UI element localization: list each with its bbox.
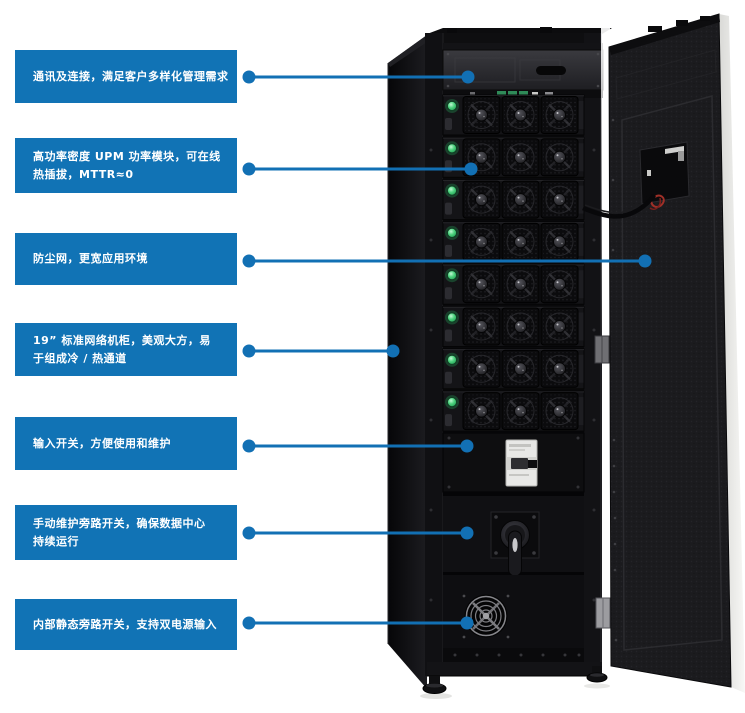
callout-label-communication: 通讯及连接，满足客户多样化管理需求 — [15, 50, 237, 103]
input-breaker — [505, 439, 538, 487]
callout-text: 高功率密度 UPM 功率模块，可在线 — [33, 149, 221, 163]
upm-power-modules — [443, 95, 584, 433]
cabinet-roof — [427, 28, 612, 34]
callout-text: 内部静态旁路开关，支持双电源输入 — [33, 617, 217, 631]
callout-label-upm-module: 高功率密度 UPM 功率模块，可在线 热插拔，MTTR≈0 — [15, 138, 237, 193]
callout-line-4 — [242, 344, 400, 358]
callout-line-2 — [242, 162, 478, 176]
callout-text: 通讯及连接，满足客户多样化管理需求 — [33, 69, 229, 83]
frame-screws — [429, 148, 596, 602]
open-door — [582, 13, 745, 693]
display-slot — [536, 66, 566, 75]
callout-text: 手动维护旁路开关，确保数据中心 — [33, 516, 206, 530]
door-display-recess — [639, 141, 690, 210]
callout-text: 输入开关，方便使用和维护 — [33, 436, 171, 450]
callout-text: 热插拔，MTTR≈0 — [33, 167, 134, 181]
callout-text: 于组成冷 / 热通道 — [33, 351, 127, 365]
left-frame-post — [425, 33, 443, 676]
rotary-switch-handle — [508, 530, 522, 577]
callout-line-3 — [242, 254, 652, 268]
communication-panel — [442, 43, 604, 98]
door-outer-skin — [719, 14, 745, 693]
callout-label-static-bypass: 内部静态旁路开关，支持双电源输入 — [15, 599, 237, 650]
callout-line-5 — [242, 439, 474, 453]
door-hinges — [594, 335, 611, 629]
door-edge-screws — [611, 118, 618, 642]
callout-label-maintenance-bypass: 手动维护旁路开关，确保数据中心 持续运行 — [15, 505, 237, 560]
callout-line-6 — [242, 526, 474, 540]
red-cable — [650, 194, 665, 208]
callout-line-7 — [242, 616, 474, 630]
callout-line-1 — [242, 70, 475, 84]
static-bypass-section — [443, 575, 584, 648]
interconnect-cable — [582, 193, 656, 219]
callout-text: 防尘网，更宽应用环境 — [33, 252, 148, 265]
callout-text: 19” 标准网络机柜，美观大方，易 — [33, 333, 211, 347]
door-gap — [601, 18, 610, 348]
leveling-feet — [420, 666, 610, 699]
rack-cabinet — [387, 27, 612, 699]
callout-label-rack: 19” 标准网络机柜，美观大方，易 于组成冷 / 热通道 — [15, 323, 237, 376]
right-frame-post — [584, 33, 602, 676]
side-panel — [388, 35, 427, 689]
bottom-kick-panel — [427, 648, 602, 677]
round-fan-grille — [462, 594, 510, 639]
callout-label-input-switch: 输入开关，方便使用和维护 — [15, 417, 237, 470]
breaker-handle — [511, 458, 528, 469]
callout-text: 持续运行 — [33, 534, 79, 548]
callout-label-dust-net: 防尘网，更宽应用环境 — [15, 233, 237, 285]
